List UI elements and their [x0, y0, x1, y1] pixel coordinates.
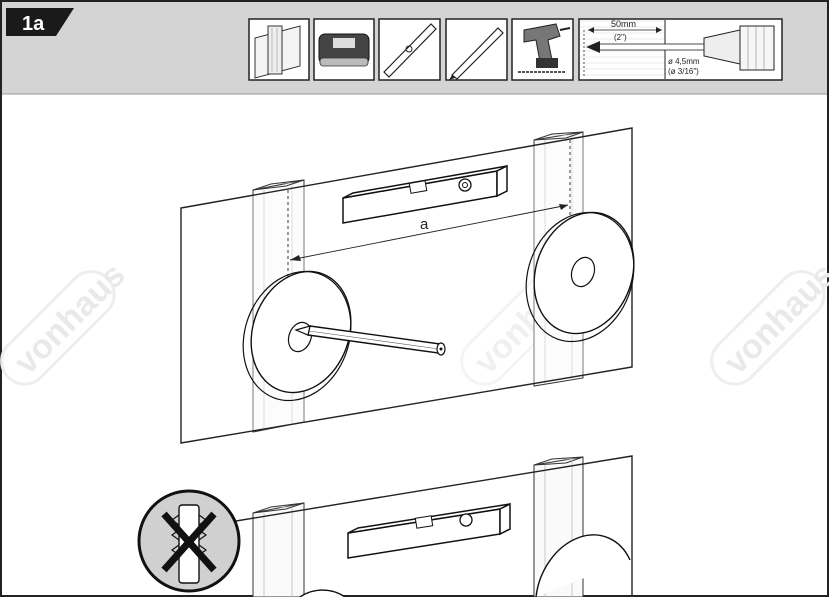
pencil-icon: [445, 18, 508, 81]
watermark-text: vonhaus: [717, 256, 829, 382]
spirit-level: [342, 164, 508, 224]
dimension-label: a: [420, 216, 429, 233]
pencil: [294, 325, 446, 356]
wall-stud-icon: [248, 18, 310, 81]
drill-bit-imperial: (ø 3/16"): [668, 67, 699, 76]
step-number: 1a: [22, 13, 45, 35]
drill-bit-label: ø 4,5mm: [668, 57, 700, 66]
drill-depth-label: 50mm: [611, 19, 636, 29]
power-drill-icon: [511, 18, 574, 81]
spirit-level: [347, 502, 511, 559]
step-badge: 1a: [6, 8, 74, 36]
drill-spec-panel: 50mm (2") ø 4,5mm (ø 3/16"): [578, 18, 783, 81]
watermark-text: vonhaus: [7, 256, 133, 382]
wall-panel-figure-2: [180, 455, 633, 598]
wall-panel-figure: a: [180, 127, 635, 444]
no-wall-plug-icon: [137, 489, 241, 593]
stud-finder-icon: [313, 18, 375, 81]
spirit-level-icon: [378, 18, 441, 81]
detail-circle-right: [525, 211, 635, 343]
drill-depth-imperial: (2"): [614, 33, 627, 42]
dimension-line: a: [289, 204, 569, 261]
